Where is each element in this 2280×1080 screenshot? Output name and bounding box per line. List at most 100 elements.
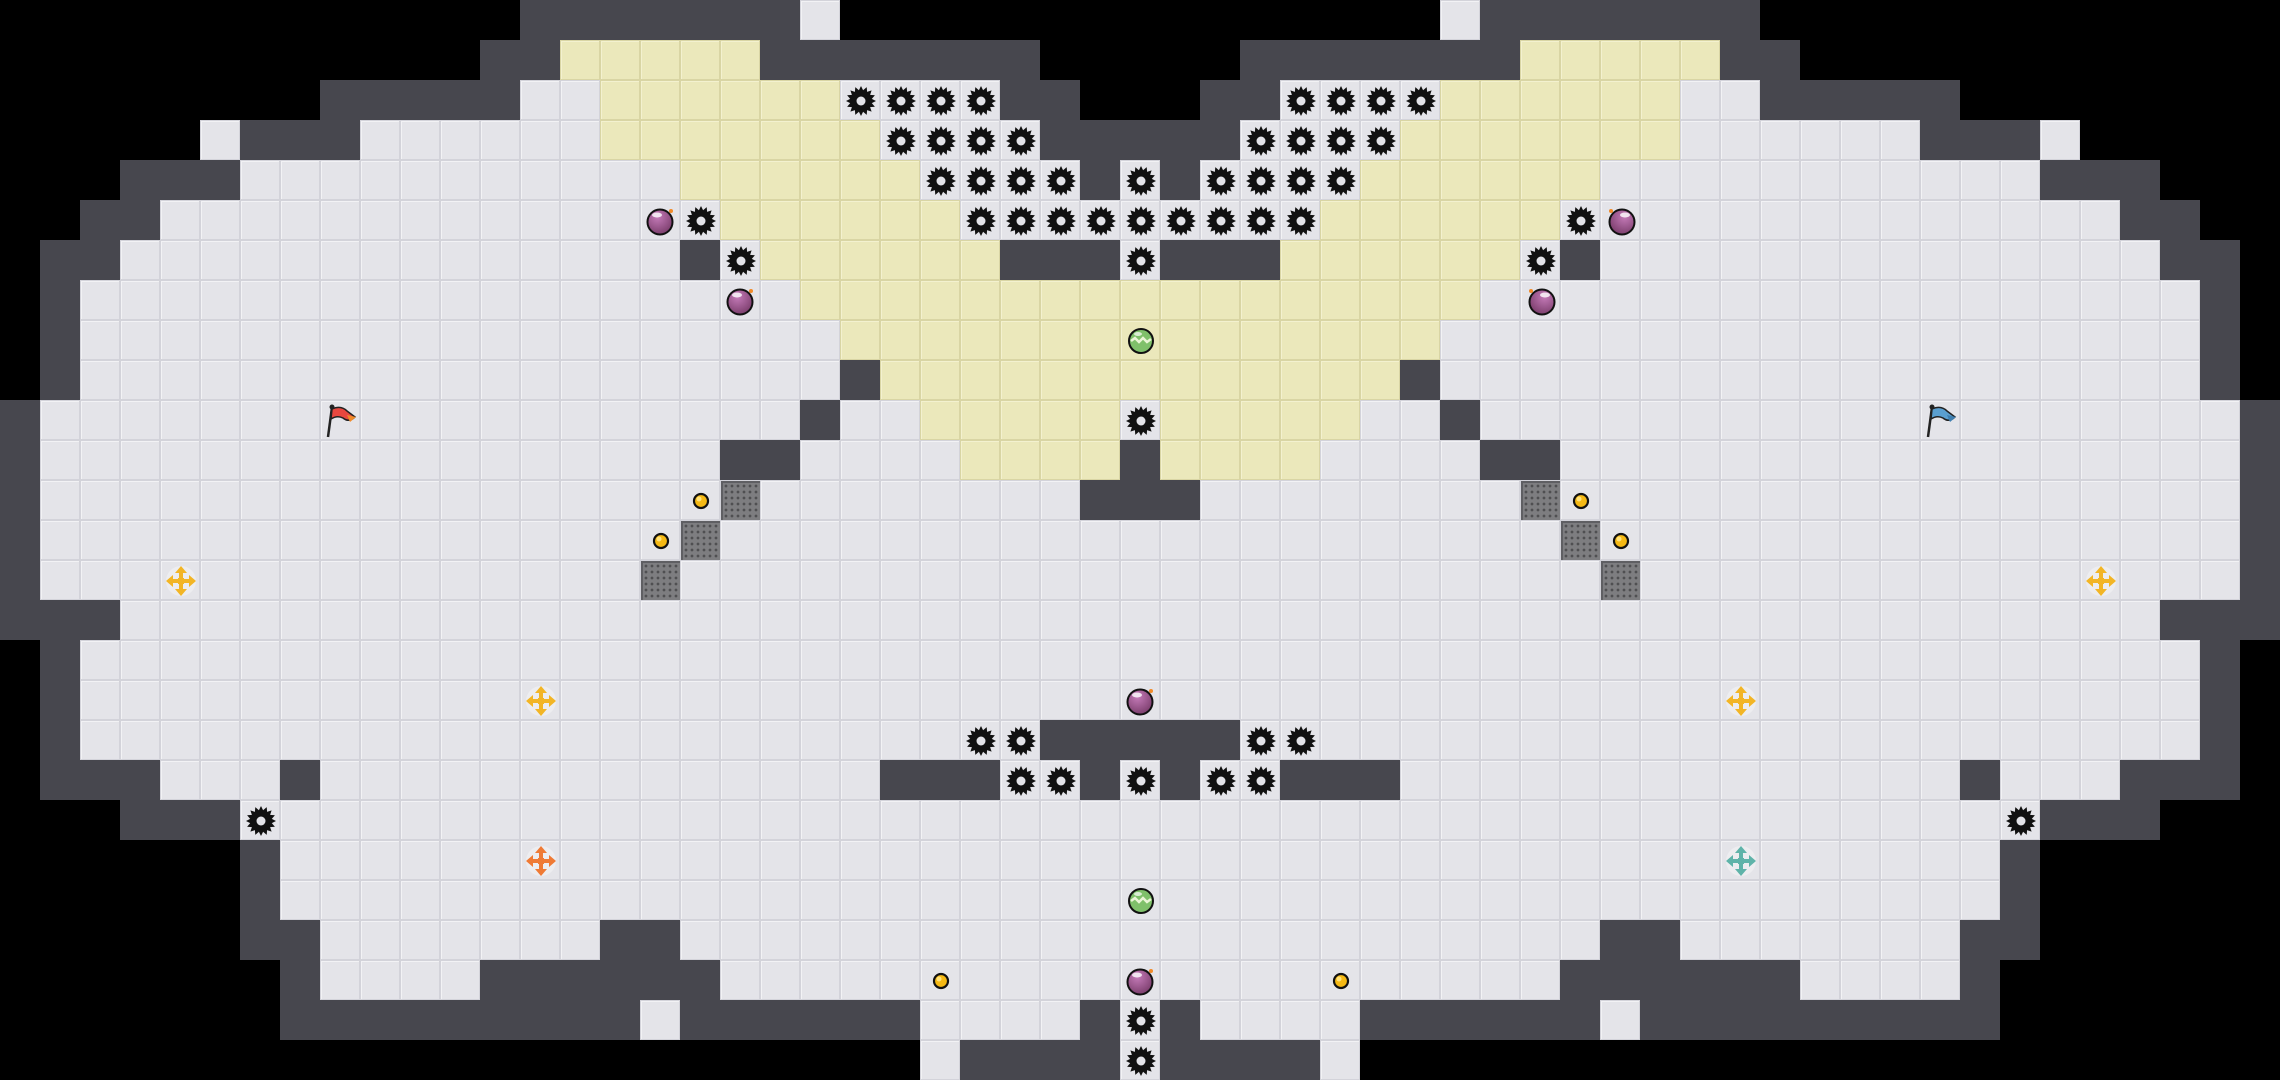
floor-tile [360,720,400,760]
yellow-zone-tile [1120,360,1160,400]
floor-tile [480,320,520,360]
floor-tile [840,840,880,880]
yellow-zone-tile [880,200,920,240]
yellow-zone-tile [1600,80,1640,120]
wall-tile [160,160,200,200]
void-tile [2080,840,2120,880]
floor-tile [800,0,840,40]
floor-tile [1920,640,1960,680]
spike-icon [1121,201,1161,241]
wall-tile [1720,1000,1760,1040]
floor-tile [1120,840,1160,880]
wall-tile [800,40,840,80]
wall-tile [2240,600,2280,640]
bomb-icon [641,201,681,241]
floor-tile [1640,600,1680,640]
floor-tile [2080,480,2120,520]
wall-tile [840,40,880,80]
floor-tile [240,560,280,600]
floor-tile [480,520,520,560]
floor-tile [1720,560,1760,600]
wall-tile [1800,1000,1840,1040]
coin-icon [921,961,961,1001]
floor-tile [1840,320,1880,360]
floor-tile [1440,720,1480,760]
floor-tile [1520,400,1560,440]
wall-tile [720,0,760,40]
yellow-zone-tile [1240,440,1280,480]
spike-icon [1281,721,1321,761]
floor-tile [2040,120,2080,160]
floor-tile [600,440,640,480]
wall-tile [1680,960,1720,1000]
floor-tile [600,640,640,680]
wall-tile [1920,1000,1960,1040]
floor-tile [1800,560,1840,600]
spike-icon [1041,761,1081,801]
floor-tile [1600,840,1640,880]
floor-tile [880,80,920,120]
floor-tile [880,560,920,600]
void-tile [2240,40,2280,80]
floor-tile [560,200,600,240]
floor-tile [560,840,600,880]
floor-tile [1760,160,1800,200]
floor-tile [1480,880,1520,920]
wall-tile [1320,40,1360,80]
floor-tile [1280,120,1320,160]
floor-tile [1640,240,1680,280]
floor-tile [880,920,920,960]
floor-tile [1360,520,1400,560]
floor-tile [1280,80,1320,120]
floor-tile [1840,120,1880,160]
floor-tile [1040,640,1080,680]
floor-tile [80,480,120,520]
yellow-zone-tile [1200,320,1240,360]
void-tile [40,120,80,160]
wall-tile [1360,760,1400,800]
floor-tile [1640,680,1680,720]
floor-tile [560,240,600,280]
yellow-zone-tile [1400,280,1440,320]
floor-tile [720,840,760,880]
void-tile [0,760,40,800]
floor-tile [1000,560,1040,600]
floor-tile [1960,640,2000,680]
floor-tile [1760,680,1800,720]
floor-tile [1920,680,1960,720]
floor-tile [1240,560,1280,600]
floor-tile [920,120,960,160]
spike-icon [961,81,1001,121]
floor-tile [360,400,400,440]
floor-tile [1480,320,1520,360]
void-tile [40,800,80,840]
floor-tile [2000,520,2040,560]
void-tile [2240,920,2280,960]
floor-tile [520,80,560,120]
wall-tile [2160,200,2200,240]
yellow-zone-tile [600,80,640,120]
floor-tile [2000,720,2040,760]
void-tile [1320,0,1360,40]
floor-tile [280,560,320,600]
wall-tile [1120,440,1160,480]
spike-icon [1321,81,1361,121]
void-tile [120,1000,160,1040]
void-tile [2240,720,2280,760]
void-tile [2240,1000,2280,1040]
yellow-zone-tile [1080,280,1120,320]
floor-tile [1640,360,1680,400]
floor-tile [200,600,240,640]
floor-tile [320,280,360,320]
floor-tile [1960,320,2000,360]
floor-tile [800,880,840,920]
floor-tile [640,640,680,680]
floor-tile [1720,80,1760,120]
floor-tile [2200,480,2240,520]
floor-tile [360,440,400,480]
floor-tile [1640,720,1680,760]
void-tile [200,1000,240,1040]
floor-tile [2040,600,2080,640]
floor-tile [1280,720,1320,760]
floor-tile [1880,640,1920,680]
